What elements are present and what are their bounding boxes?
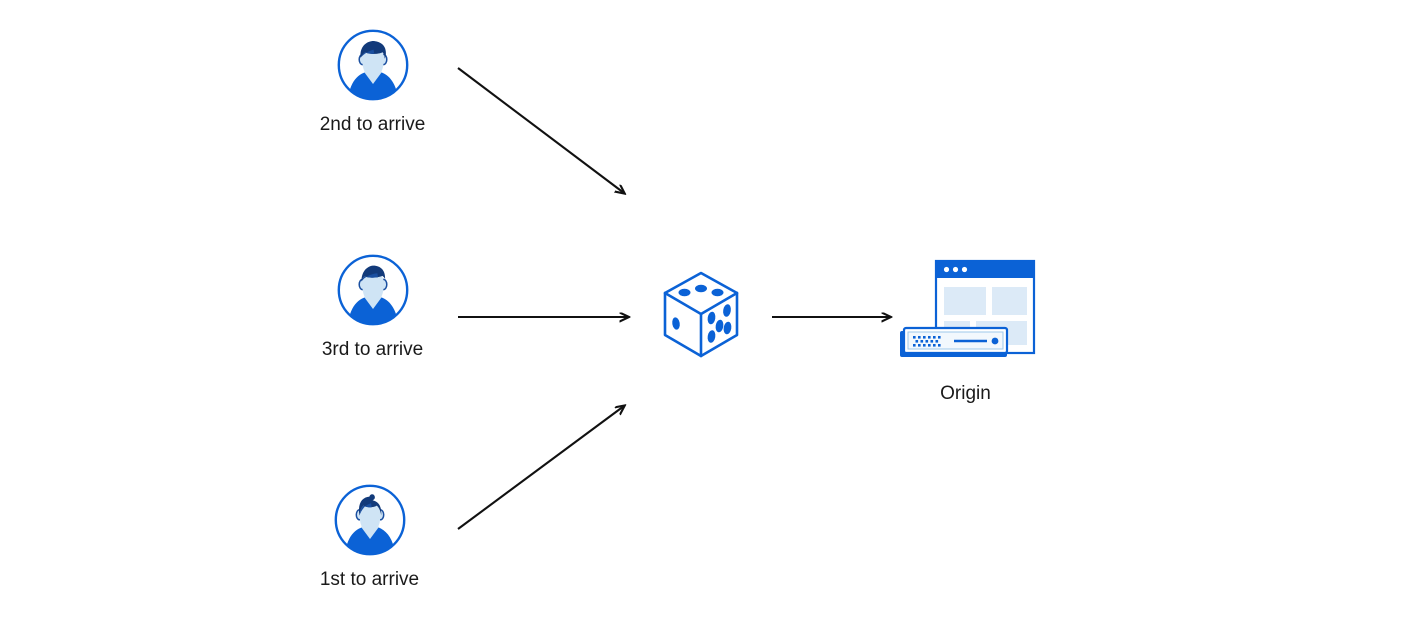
client-node-3rd[interactable]: 3rd to arrive (300, 253, 445, 362)
client-label-3rd: 3rd to arrive (321, 339, 424, 360)
origin-server-icon (891, 256, 1041, 368)
arrow-1st-to-balancer (457, 406, 624, 530)
server-router-icon (899, 326, 1008, 357)
user-avatar-icon (336, 253, 410, 327)
origin-node[interactable]: Origin (888, 256, 1043, 406)
client-node-1st[interactable]: 1st to arrive (297, 483, 442, 592)
client-label-2nd: 2nd to arrive (319, 114, 426, 135)
dice-icon (656, 268, 746, 360)
client-node-2nd[interactable]: 2nd to arrive (300, 28, 445, 137)
client-label-1st: 1st to arrive (319, 569, 420, 590)
user-avatar-icon (336, 28, 410, 102)
user-avatar-icon (333, 483, 407, 557)
random-balancer-node[interactable] (655, 268, 747, 360)
origin-label: Origin (940, 383, 991, 404)
arrow-2nd-to-balancer (457, 67, 624, 193)
